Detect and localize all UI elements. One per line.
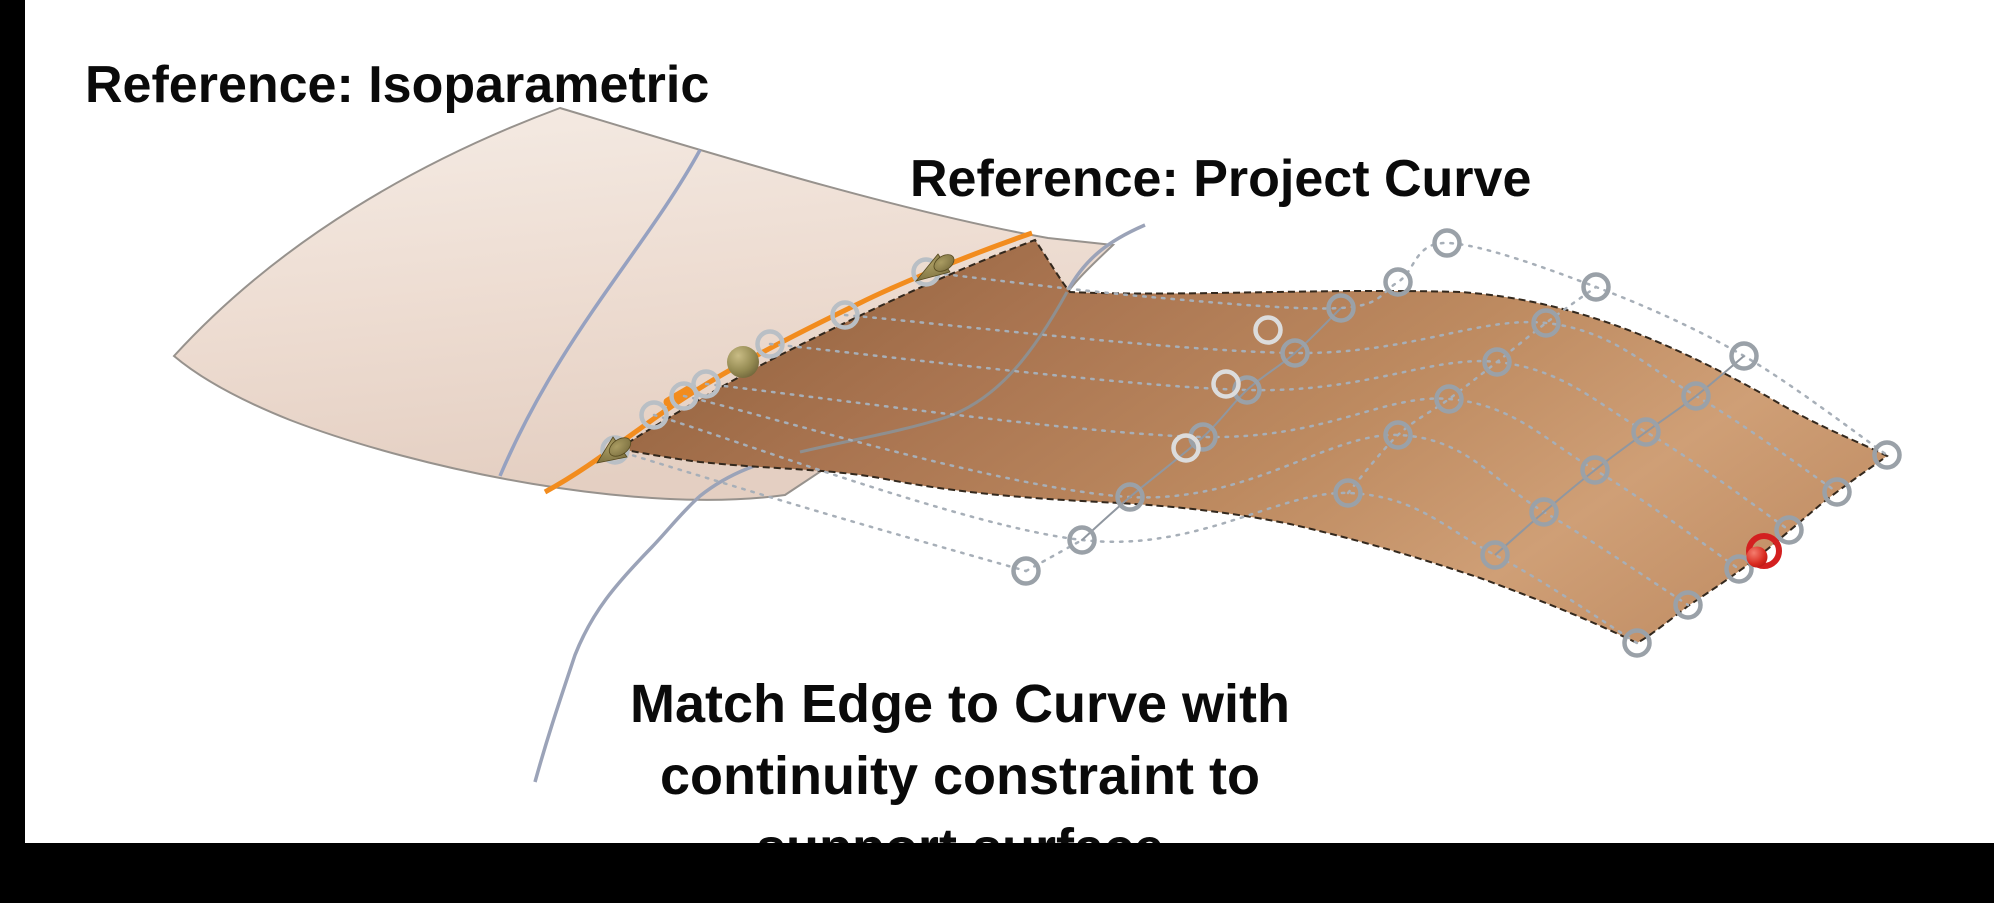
control-point-21[interactable] <box>1673 590 1703 620</box>
cone-base <box>933 254 955 272</box>
surfaces <box>172 106 1889 783</box>
control-point-7[interactable] <box>1531 308 1561 338</box>
cone-base <box>608 437 632 457</box>
control-point-4[interactable] <box>1729 341 1759 371</box>
control-point-light-1[interactable] <box>1211 369 1241 399</box>
control-polygon-dotted-line-6 <box>613 448 1028 573</box>
sphere-drag-handle[interactable] <box>727 346 759 378</box>
edge-control-point-5[interactable] <box>830 300 860 330</box>
edge-control-point-3[interactable] <box>691 369 721 399</box>
control-point-light-2[interactable] <box>1253 315 1283 345</box>
control-polygon-dotted-line-7 <box>1024 538 1084 573</box>
edge-control-point-4[interactable] <box>755 329 785 359</box>
control-point-24[interactable] <box>1480 540 1510 570</box>
control-point-26[interactable] <box>1011 556 1041 586</box>
control-polygon-dotted-line-5 <box>652 413 1639 645</box>
bottom-black-bar <box>0 843 1994 903</box>
cone-arrow-handle-0[interactable] <box>596 434 634 464</box>
label-project-curve: Reference: Project Curve <box>910 150 1531 208</box>
control-polygon-dotted-line-2 <box>768 342 1791 532</box>
selected-control-point[interactable] <box>1746 533 1782 569</box>
control-point-6[interactable] <box>1280 338 1310 368</box>
control-point-8[interactable] <box>1681 381 1711 411</box>
control-polygon-dotted-line-0 <box>924 241 1889 457</box>
control-point-light-0[interactable] <box>1171 433 1201 463</box>
selected-point-ball[interactable] <box>1746 546 1768 568</box>
match-surface-patch[interactable] <box>615 238 1889 645</box>
control-polygon-dotted-line-3 <box>704 382 1741 571</box>
control-point-2[interactable] <box>1432 228 1462 258</box>
control-point-1[interactable] <box>1383 267 1413 297</box>
control-polygon-dotted-line-4 <box>682 394 1690 607</box>
control-point-9[interactable] <box>1822 477 1852 507</box>
caption-line-2: continuity constraint to <box>660 746 1260 806</box>
edge-control-points <box>600 257 941 465</box>
control-point-5[interactable] <box>1872 440 1902 470</box>
control-point-20[interactable] <box>1529 497 1559 527</box>
edge-control-point-1[interactable] <box>639 400 669 430</box>
edge-control-point-2[interactable] <box>669 381 699 411</box>
control-point-19[interactable] <box>1383 420 1413 450</box>
caption-line-1: Match Edge to Curve with <box>630 674 1290 734</box>
control-point-12[interactable] <box>1631 417 1661 447</box>
control-net-dotted-lines <box>613 241 1889 645</box>
control-point-15[interactable] <box>1434 384 1464 414</box>
control-point-22[interactable] <box>1067 525 1097 555</box>
project-curve-on-surface <box>799 291 1069 454</box>
control-point-17[interactable] <box>1724 554 1754 584</box>
control-point-11[interactable] <box>1482 347 1512 377</box>
isoparametric-curve[interactable] <box>498 149 702 477</box>
control-point-16[interactable] <box>1580 455 1610 485</box>
surface-control-points <box>1011 228 1902 658</box>
control-polygon-dotted-line-8 <box>1346 285 1598 495</box>
cone-arrow-handle-1[interactable] <box>914 251 957 282</box>
control-point-0[interactable] <box>1326 293 1356 323</box>
edge-manipulator-handles <box>596 251 957 464</box>
left-black-bar <box>0 0 25 903</box>
control-point-13[interactable] <box>1774 515 1804 545</box>
control-polygon-solid-line-0 <box>1081 307 1342 541</box>
label-isoparametric: Reference: Isoparametric <box>85 56 709 114</box>
highlight-control-points <box>1171 315 1283 463</box>
control-point-3[interactable] <box>1581 272 1611 302</box>
control-point-25[interactable] <box>1622 628 1652 658</box>
control-point-18[interactable] <box>1115 482 1145 512</box>
control-point-23[interactable] <box>1333 478 1363 508</box>
